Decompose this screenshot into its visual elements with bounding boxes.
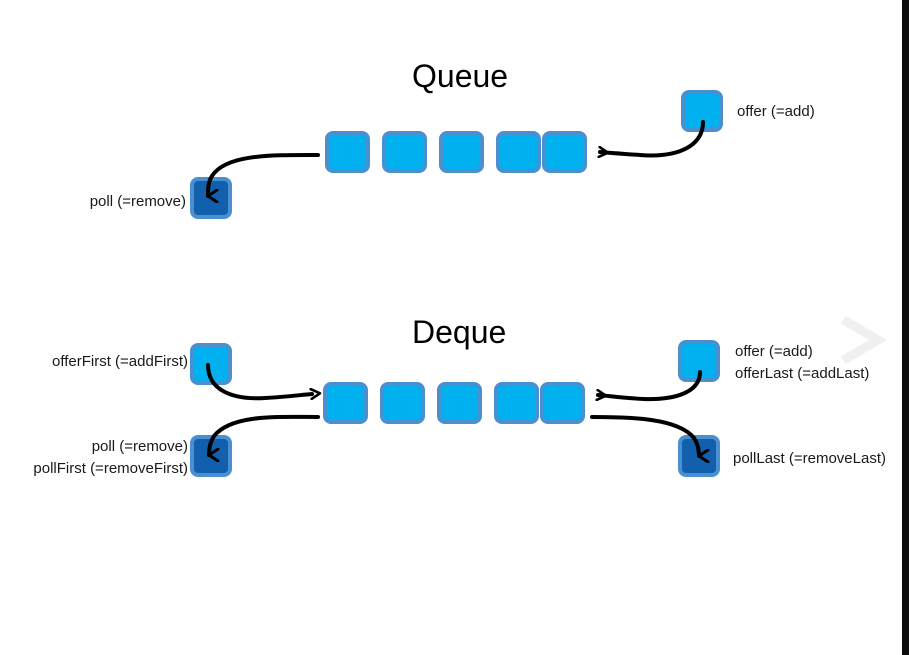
- deque-offer-first-label: offerFirst (=addFirst): [51, 353, 188, 370]
- deque-offer-last-node: [678, 340, 720, 382]
- deque-cell: [494, 382, 539, 424]
- deque-poll-last-label: pollLast (=removeLast): [733, 450, 886, 467]
- deque-offer-first-node: [190, 343, 232, 385]
- chevron-right-watermark-icon: [840, 315, 887, 365]
- queue-offer-node: [681, 90, 723, 132]
- queue-poll-label: poll (=remove): [89, 193, 186, 210]
- deque-poll-first-label-line1: poll (=remove): [91, 438, 188, 455]
- queue-cell: [496, 131, 541, 173]
- queue-cell: [382, 131, 427, 173]
- deque-cell: [540, 382, 585, 424]
- queue-poll-node: [190, 177, 232, 219]
- deque-offer-last-label-line1: offer (=add): [735, 343, 813, 360]
- deque-poll-last-node: [678, 435, 720, 477]
- deque-poll-first-node: [190, 435, 232, 477]
- queue-cell: [542, 131, 587, 173]
- queue-title: Queue: [412, 58, 509, 94]
- deque-cell: [437, 382, 482, 424]
- queue-cell: [325, 131, 370, 173]
- queue-offer-label: offer (=add): [737, 103, 815, 120]
- deque-cell: [380, 382, 425, 424]
- deque-offer-last-label-line2: offerLast (=addLast): [735, 365, 870, 382]
- deque-title: Deque: [412, 314, 507, 350]
- queue-cell: [439, 131, 484, 173]
- right-edge-band: [902, 0, 909, 655]
- deque-poll-first-label-line2: pollFirst (=removeFirst): [33, 460, 188, 477]
- deque-cell: [323, 382, 368, 424]
